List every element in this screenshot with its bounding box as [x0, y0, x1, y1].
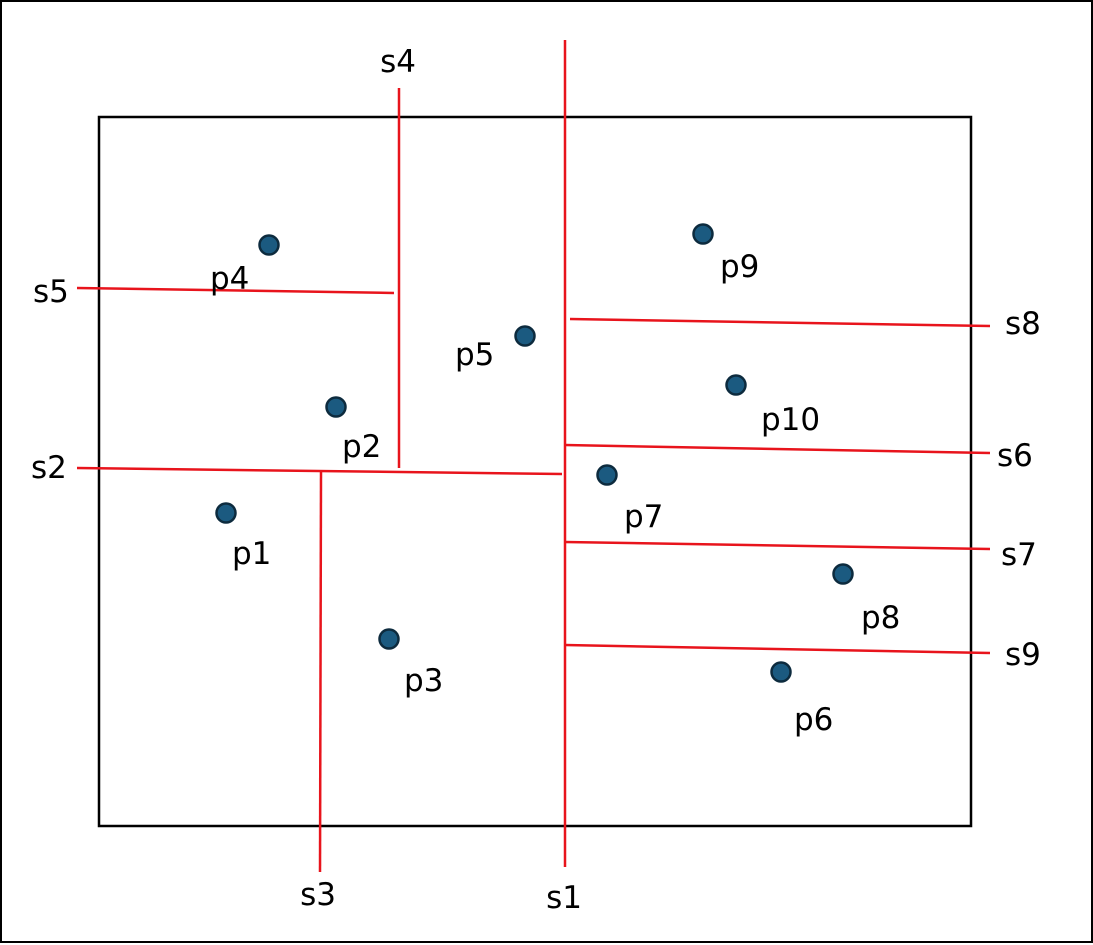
point-p3 — [378, 628, 400, 650]
point-p6 — [770, 661, 792, 683]
point-p10 — [725, 374, 747, 396]
split-label-s9: s9 — [1005, 637, 1041, 673]
split-label-s4: s4 — [380, 44, 416, 80]
point-label-p9: p9 — [720, 249, 759, 285]
split-line-s2 — [76, 466, 563, 476]
split-label-s3: s3 — [300, 877, 336, 913]
point-label-p4: p4 — [210, 261, 249, 297]
split-line-s7 — [564, 540, 991, 551]
point-p9 — [692, 223, 714, 245]
bounding-region — [97, 115, 973, 828]
split-label-s8: s8 — [1005, 306, 1041, 342]
data-points — [215, 223, 854, 683]
point-p8 — [832, 563, 854, 585]
point-label-p8: p8 — [861, 600, 900, 636]
point-p5 — [514, 325, 536, 347]
point-label-p3: p3 — [404, 663, 443, 699]
point-p1 — [215, 502, 237, 524]
point-label-p2: p2 — [342, 429, 381, 465]
point-label-p1: p1 — [232, 536, 271, 572]
point-label-p7: p7 — [624, 499, 663, 535]
split-label-s2: s2 — [31, 450, 67, 486]
split-line-s9 — [564, 643, 991, 655]
point-label-p5: p5 — [455, 337, 494, 373]
split-label-s6: s6 — [997, 438, 1033, 474]
split-label-s1: s1 — [546, 880, 582, 916]
split-lines — [76, 40, 991, 873]
point-p2 — [325, 396, 347, 418]
split-line-s5 — [76, 286, 395, 295]
point-p7 — [596, 464, 618, 486]
split-label-s5: s5 — [33, 274, 69, 310]
split-line-s6 — [564, 443, 991, 455]
point-label-p10: p10 — [761, 402, 820, 438]
point-label-p6: p6 — [794, 702, 833, 738]
split-label-s7: s7 — [1001, 537, 1037, 573]
split-line-s8 — [569, 317, 991, 328]
split-line-s3 — [318, 471, 323, 873]
point-p4 — [258, 234, 280, 256]
